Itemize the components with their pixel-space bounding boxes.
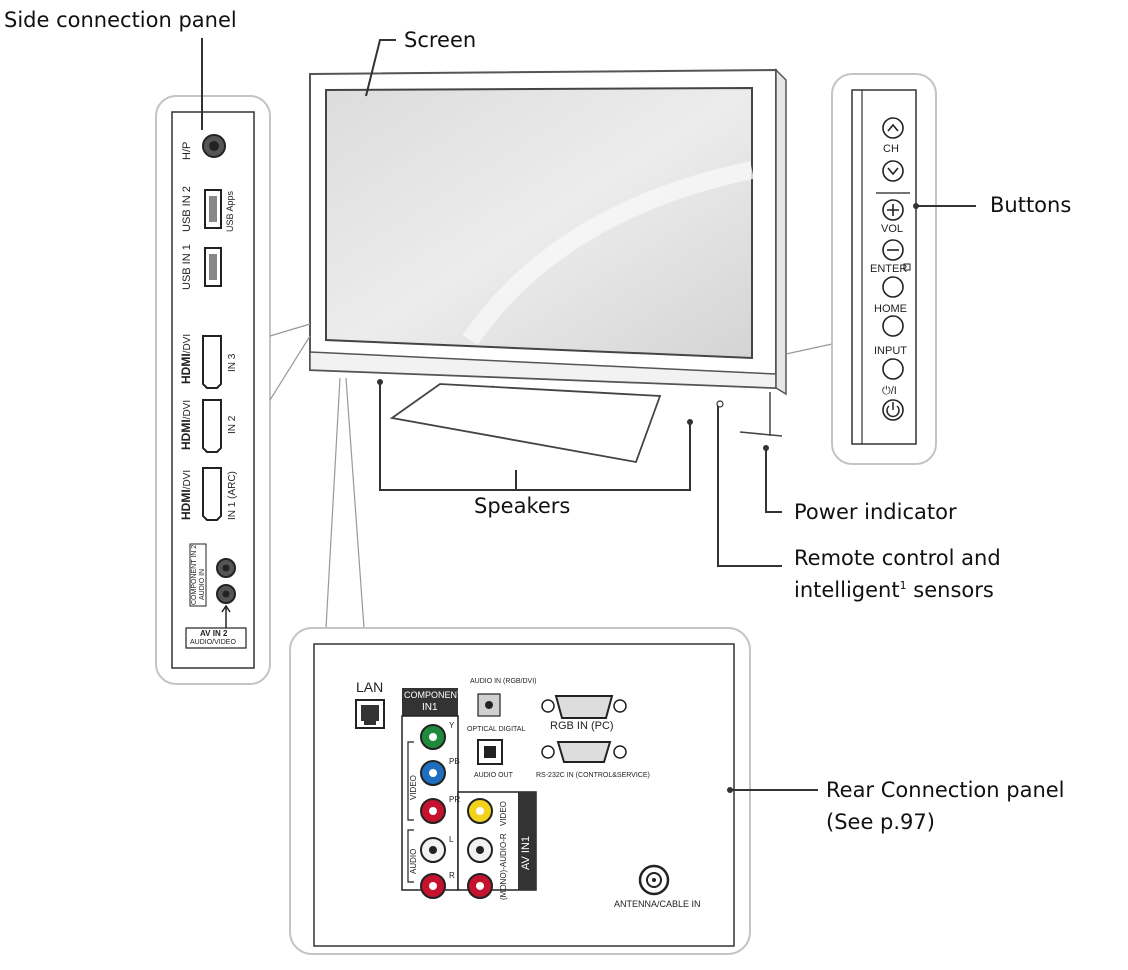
input-label: INPUT: [874, 345, 907, 357]
remote-sensor-leader: [717, 406, 782, 567]
hdmi1-logo: HDMI/DVI: [179, 469, 193, 520]
remote-sensor-label-line2: intelligent1 sensors: [794, 578, 994, 602]
audio-out-label: AUDIO OUT: [474, 772, 513, 779]
rgb-in-label: RGB IN (PC): [550, 720, 614, 732]
y-label: Y: [449, 721, 455, 730]
in2-label: IN 2: [227, 415, 238, 434]
component-in2-label: COMPONENT IN 2: [191, 544, 198, 605]
ch-label: CH: [883, 143, 899, 155]
speakers-leader: [377, 379, 693, 491]
hdmi2-logo: HDMI/DVI: [179, 399, 193, 450]
audio-in-side-label: AUDIO IN: [199, 568, 206, 600]
vol-label: VOL: [881, 223, 904, 235]
usb-apps-label: USB Apps: [225, 190, 235, 232]
av-in1-label: AV IN1: [520, 835, 532, 870]
in1-arc-label: IN 1 (ARC): [227, 471, 238, 520]
hdmi3-logo: HDMI/DVI: [179, 333, 193, 384]
buttons-label: Buttons: [990, 193, 1072, 217]
screen-leader: [365, 39, 396, 97]
usb2-label: USB IN 2: [181, 186, 193, 232]
rs232-label: RS-232C IN (CONTROL&SERVICE): [536, 772, 650, 779]
tv-body: [309, 68, 787, 464]
pb-label: PB: [449, 757, 460, 766]
av-in2-label: AV IN 2: [200, 629, 228, 638]
r-label: R: [449, 871, 455, 880]
buttons-panel-frame: [831, 73, 937, 465]
side-panel-label: Side connection panel: [4, 8, 237, 32]
av-mono-audio-label: (MONO)-AUDIO-R: [499, 833, 508, 900]
optical-label: OPTICAL DIGITAL: [467, 726, 526, 733]
component-audio-label: AUDIO: [409, 848, 418, 874]
component-label: COMPONENT: [404, 690, 463, 700]
remote-sensor-label-line1: Remote control and: [794, 546, 1001, 570]
power-indicator-label: Power indicator: [794, 500, 957, 524]
rear-panel-label-line1: Rear Connection panel: [826, 778, 1065, 802]
screen-label: Screen: [404, 28, 477, 52]
hp-label: H/P: [181, 141, 193, 160]
audio-in-rgb-label: AUDIO IN (RGB/DVI): [470, 678, 537, 685]
buttons-panel-glyphs: [876, 117, 911, 421]
power-indicator-leader: [765, 448, 782, 513]
rear-panel-label-line2: (See p.97): [826, 810, 935, 834]
av-in2-sub-label: AUDIO/VIDEO: [190, 639, 236, 646]
usb1-label: USB IN 1: [181, 244, 193, 290]
in3-label: IN 3: [227, 353, 238, 372]
antenna-label: ANTENNA/CABLE IN: [614, 899, 701, 909]
power-button-label: ⏻/I: [882, 385, 897, 397]
lan-label: LAN: [356, 679, 384, 695]
pr-label: PR: [449, 795, 461, 804]
l-label: L: [449, 835, 454, 844]
side-panel-frame: [155, 95, 271, 685]
component-video-label: VIDEO: [409, 775, 418, 800]
home-label: HOME: [874, 303, 907, 315]
in1-component-label: IN1: [422, 702, 438, 713]
av-video-label: VIDEO: [499, 801, 508, 826]
rear-panel-ports: [355, 688, 670, 899]
speakers-label: Speakers: [474, 494, 571, 518]
enter-label: ENTER: [870, 263, 908, 275]
side-panel-jacks: [185, 134, 247, 649]
